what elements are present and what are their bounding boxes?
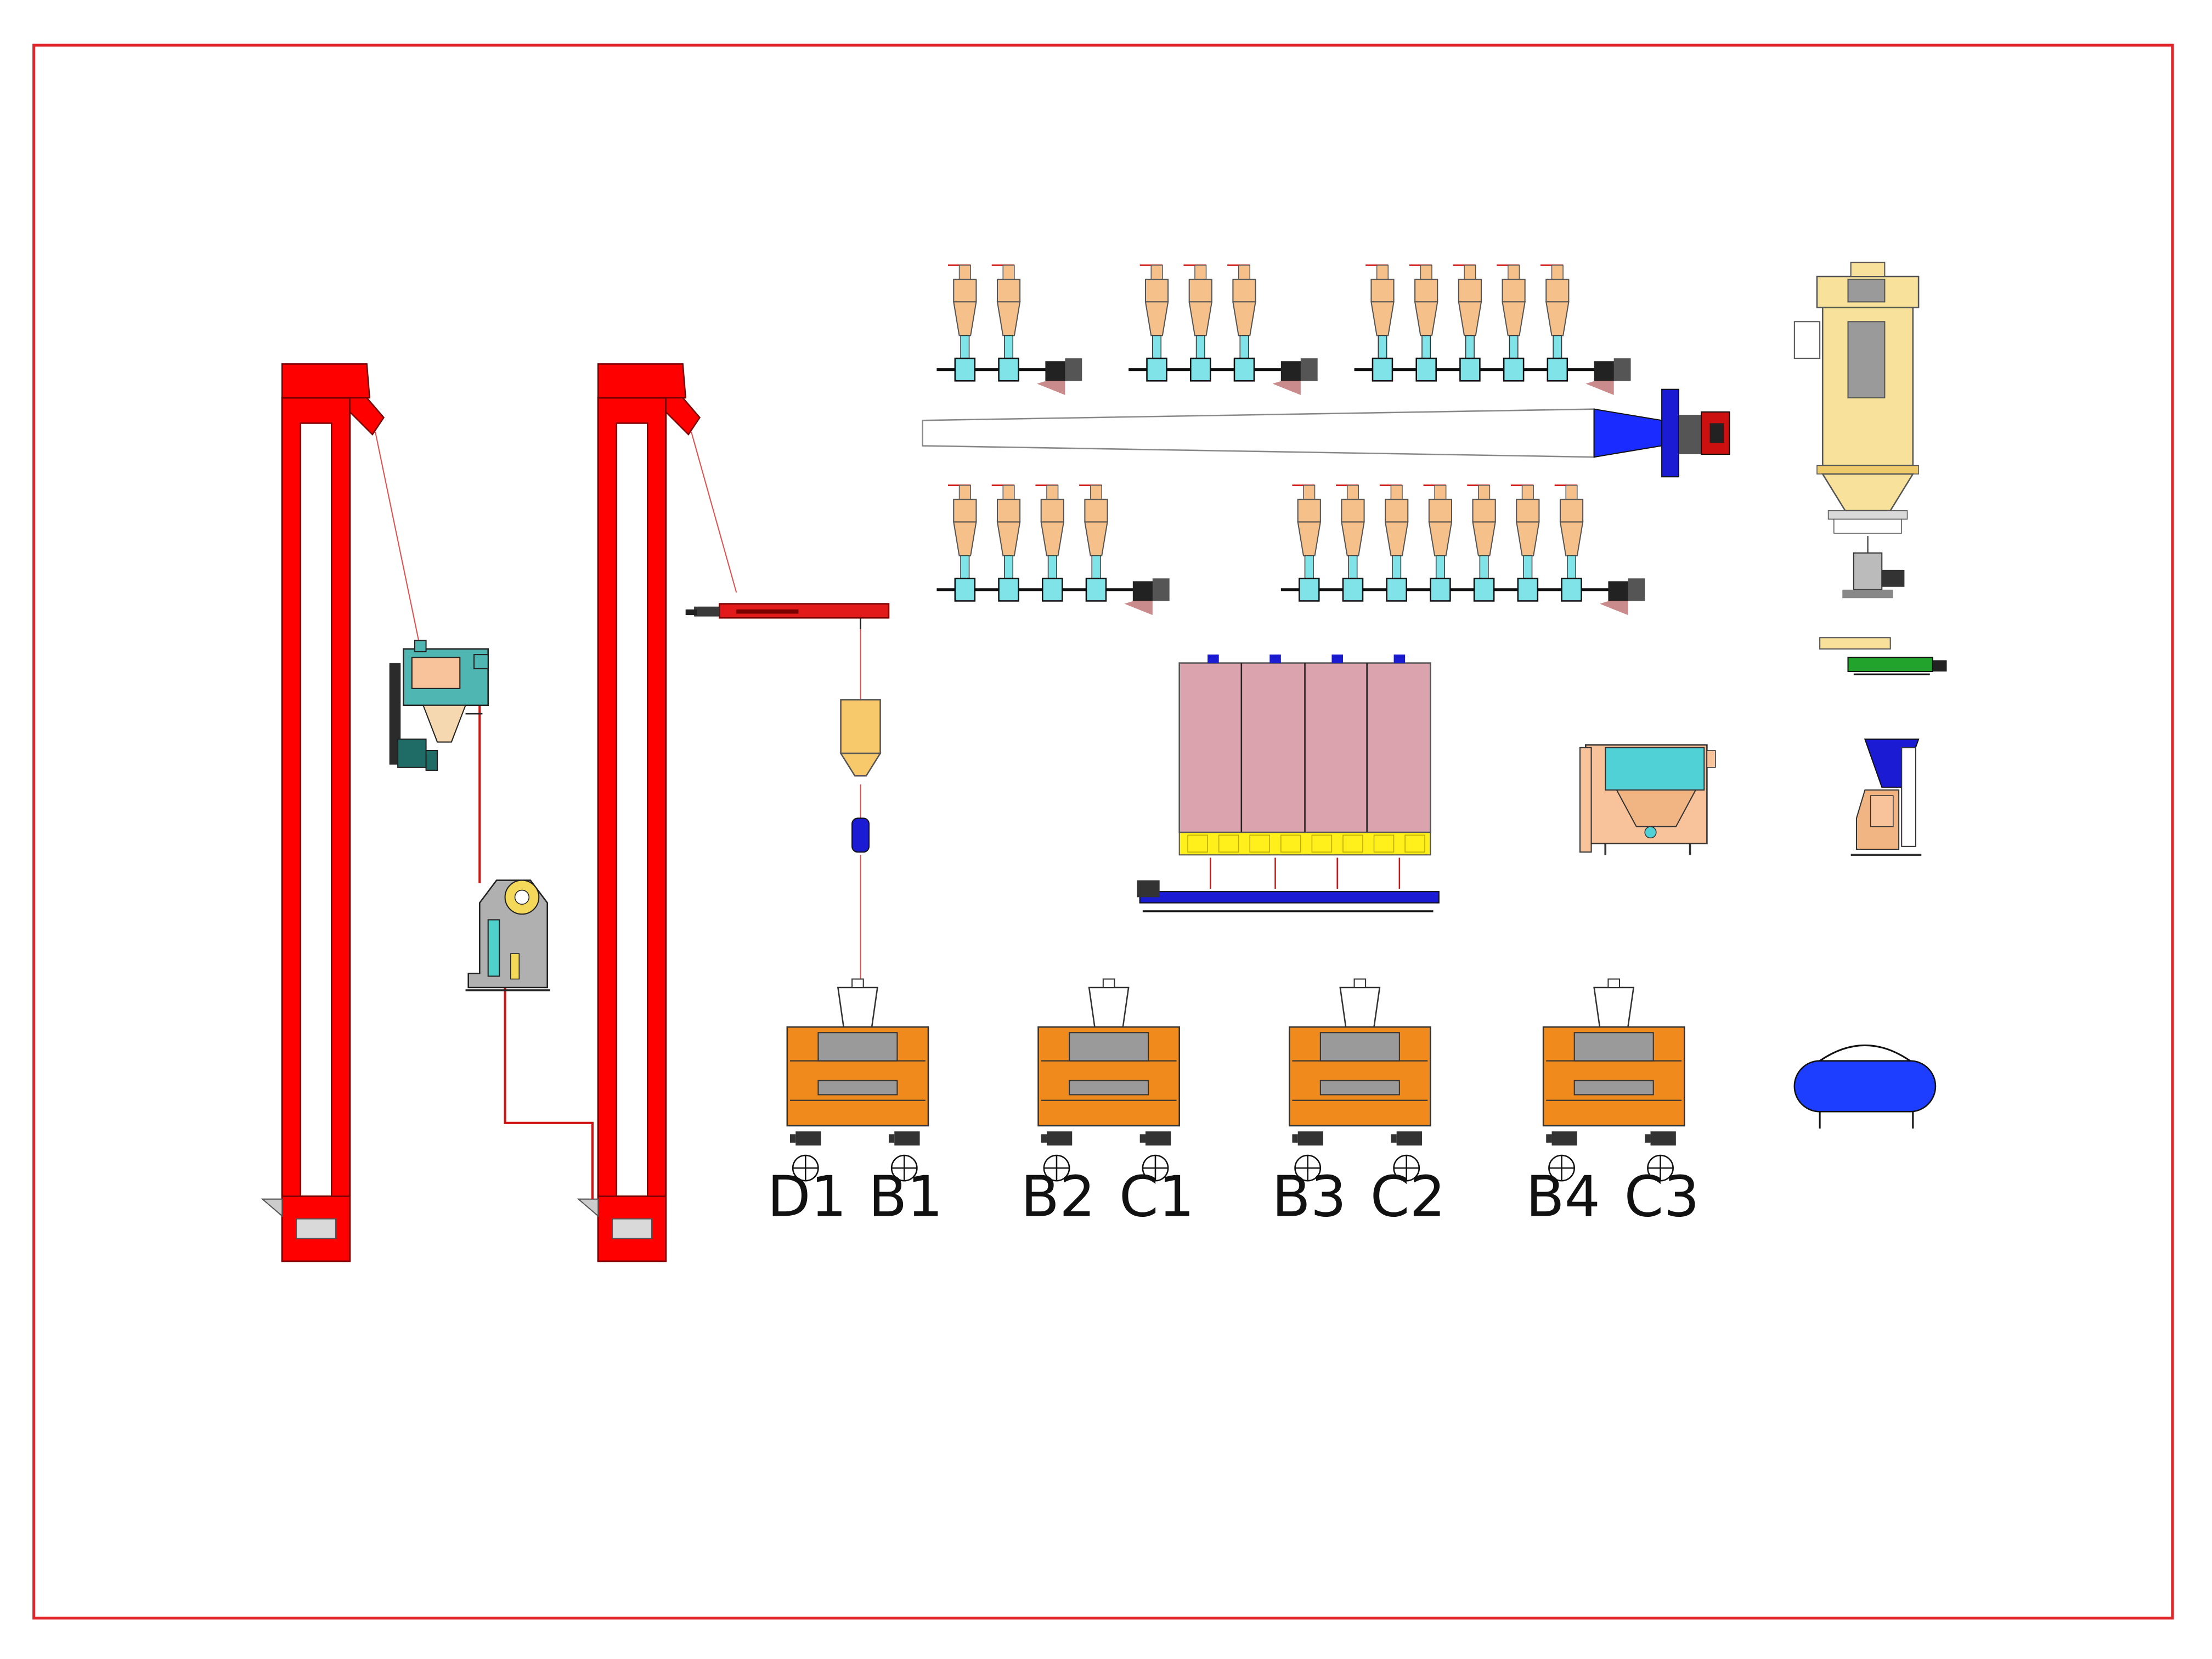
cyclone-icon: [1379, 484, 1409, 557]
bucket-elevator-2[interactable]: [577, 363, 701, 1262]
mill-label-left: B2: [1021, 1165, 1096, 1230]
cyclone-icon: [1423, 484, 1453, 557]
airlock-icon: [998, 555, 1019, 602]
mill-label-right: C1: [1119, 1165, 1194, 1230]
scourer-machine-2[interactable]: [1579, 744, 1716, 855]
airlock-icon: [1386, 555, 1407, 602]
hopper-bin[interactable]: [839, 699, 882, 853]
cyclone-icon: [1467, 484, 1496, 557]
fan-icon: [1661, 388, 1679, 478]
cyclone-icon: [1365, 264, 1395, 337]
airlock-icon: [1298, 555, 1320, 602]
pulse-bag-filter[interactable]: [1793, 262, 1920, 599]
airlock-icon: [1503, 335, 1525, 382]
air-tank[interactable]: [1793, 1044, 1937, 1129]
cyclone-group-3[interactable]: [1354, 264, 1631, 395]
cyclone-icon: [1035, 484, 1065, 557]
cyclone-icon: [1409, 264, 1438, 337]
cyclone-icon: [1453, 264, 1482, 337]
mill-label-right: B1: [868, 1165, 943, 1230]
main-air-duct[interactable]: [922, 388, 1730, 478]
cyclone-icon: [1183, 264, 1213, 337]
cyclone-icon: [1540, 264, 1570, 337]
cyclone-icon: [1554, 484, 1584, 557]
plansifter[interactable]: [1137, 654, 1440, 913]
cyclone-group-2[interactable]: [1128, 264, 1318, 395]
cyclone-icon: [947, 484, 977, 557]
separator-machine[interactable]: [465, 879, 550, 992]
airlock-icon: [1473, 555, 1495, 602]
mill-label-right: C2: [1370, 1165, 1446, 1230]
screw-conveyor-top[interactable]: [685, 603, 890, 629]
cyclone-icon: [1139, 264, 1169, 337]
elevator-link-pipe: [478, 705, 594, 1199]
mill-label-left: B3: [1272, 1165, 1346, 1230]
airlock-icon: [1189, 335, 1211, 382]
green-screw-conveyor[interactable]: [1819, 637, 1947, 675]
airlock-icon: [1517, 555, 1539, 602]
cyclone-icon: [1227, 264, 1256, 337]
airlock-icon: [1233, 335, 1255, 382]
airlock-icon: [954, 335, 976, 382]
bucket-elevator-1[interactable]: [261, 363, 385, 1262]
cyclone-group-1[interactable]: [936, 264, 1082, 395]
discharge-point-right: [1393, 1154, 1420, 1182]
airlock-icon: [1561, 555, 1582, 602]
mill-label-right: C3: [1624, 1165, 1699, 1230]
discharge-point-left: [792, 1154, 819, 1182]
diagram-frame: [32, 43, 2174, 1620]
fan-icon: [1585, 358, 1631, 395]
discharge-point-left: [1294, 1154, 1322, 1182]
transfer-pipes: [374, 431, 861, 982]
roller-mill-4[interactable]: B4 C3: [1526, 978, 1700, 1230]
airlock-icon: [954, 555, 976, 602]
airlock-icon: [1342, 555, 1364, 602]
cyclone-icon: [991, 264, 1021, 337]
fan-icon: [1272, 358, 1318, 395]
airlock-icon: [1041, 555, 1063, 602]
roller-mills: D1 B1 B2 C1 B3 C2 B4 C3: [768, 978, 1700, 1230]
fan-icon: [1036, 358, 1082, 395]
airlock-icon: [998, 335, 1019, 382]
mill-label-left: D1: [768, 1165, 847, 1230]
roller-mill-1[interactable]: D1 B1: [768, 978, 943, 1230]
airlock-icon: [1146, 335, 1167, 382]
cyclone-icon: [1292, 484, 1322, 557]
cyclone-icon: [947, 264, 977, 337]
discharge-point-right: [890, 1154, 918, 1182]
cyclone-icon: [1510, 484, 1540, 557]
roller-mill-icon: [1288, 978, 1431, 1146]
discharge-point-left: [1043, 1154, 1070, 1182]
discharge-point-left: [1548, 1154, 1575, 1182]
discharge-point-right: [1647, 1154, 1674, 1182]
airlock-icon: [1415, 335, 1437, 382]
discharge-point-right: [1142, 1154, 1169, 1182]
roller-mill-icon: [786, 978, 929, 1146]
airlock-icon: [1547, 335, 1568, 382]
cyclone-group-5[interactable]: [1280, 484, 1645, 616]
roller-mill-2[interactable]: B2 C1: [1021, 978, 1195, 1230]
roller-mill-icon: [1037, 978, 1180, 1146]
purifier-machine[interactable]: [1850, 738, 1922, 856]
mill-label-left: B4: [1526, 1165, 1600, 1230]
airlock-icon: [1430, 555, 1451, 602]
airlock-icon: [1459, 335, 1481, 382]
cyclone-groups: [936, 264, 1645, 616]
airlock-icon: [1085, 555, 1107, 602]
cyclone-icon: [991, 484, 1021, 557]
roller-mill-3[interactable]: B3 C2: [1272, 978, 1446, 1230]
air-tank-icon: [1793, 1060, 1937, 1113]
cyclone-icon: [1336, 484, 1365, 557]
fan-icon: [1124, 578, 1170, 616]
roller-mill-icon: [1542, 978, 1685, 1146]
scourer-machine[interactable]: [389, 640, 489, 771]
fan-icon: [1599, 578, 1645, 616]
cyclone-icon: [1497, 264, 1526, 337]
cyclone-icon: [1079, 484, 1108, 557]
cyclone-group-4[interactable]: [936, 484, 1170, 616]
airlock-icon: [1372, 335, 1393, 382]
